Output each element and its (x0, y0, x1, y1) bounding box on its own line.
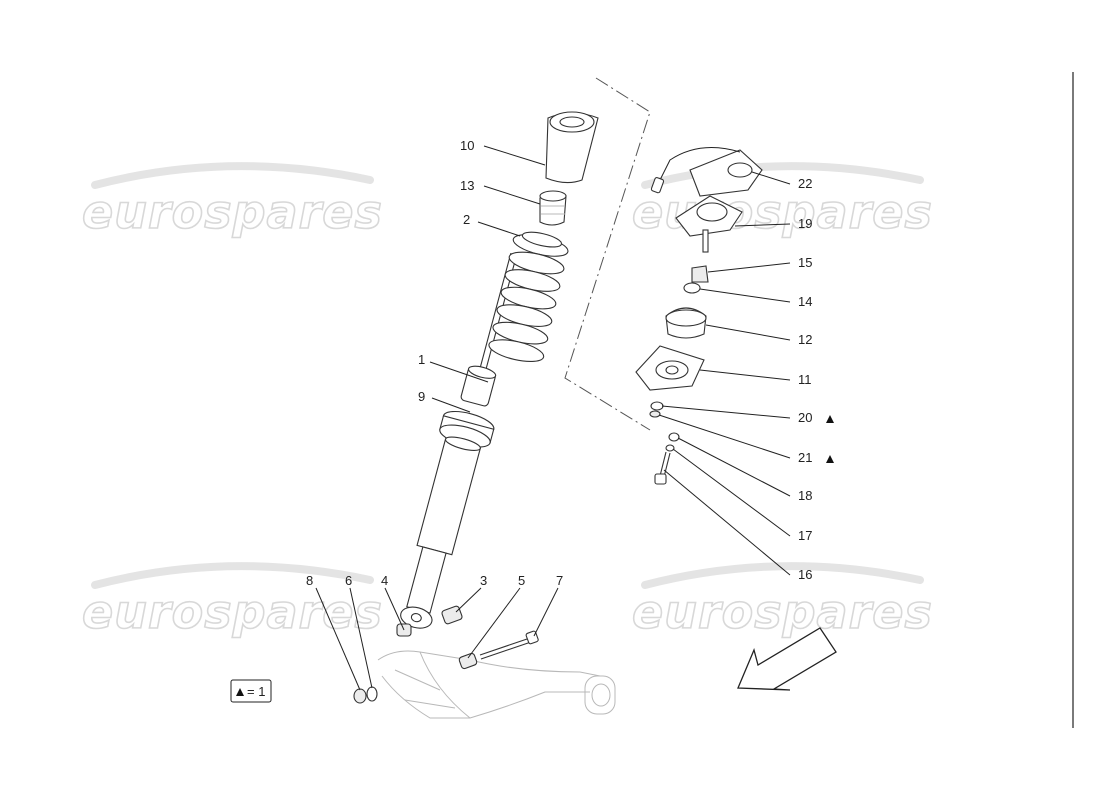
callout-labels: 10 13 2 1 9 8 6 4 3 5 7 22 19 15 14 12 1… (306, 138, 834, 588)
dust-boot (545, 111, 599, 184)
callout-20: 20 (798, 410, 812, 425)
callout-1: 1 (418, 352, 425, 367)
callout-3: 3 (480, 573, 487, 588)
marker-triangle-20 (826, 415, 834, 423)
callout-5: 5 (518, 573, 525, 588)
callout-9: 9 (418, 389, 425, 404)
callout-22: 22 (798, 176, 812, 191)
callout-2: 2 (463, 212, 470, 227)
watermark-bottom-left: eurospares (82, 585, 383, 639)
callout-12: 12 (798, 332, 812, 347)
legend: = 1 (230, 679, 272, 703)
callout-15: 15 (798, 255, 812, 270)
bump-stop (539, 190, 567, 226)
suspension-arm-ghost (377, 650, 616, 719)
callout-17: 17 (798, 528, 812, 543)
callout-18: 18 (798, 488, 812, 503)
callout-8: 8 (306, 573, 313, 588)
callout-21: 21 (798, 450, 812, 465)
leader-lines (315, 145, 791, 691)
lower-hardware (353, 605, 539, 704)
marker-triangle-21 (826, 455, 834, 463)
assembly-bracket (564, 77, 651, 431)
callout-16: 16 (798, 567, 812, 582)
watermark-top-left: eurospares (82, 185, 383, 239)
strut-mount-stack (635, 147, 763, 485)
callout-13: 13 (460, 178, 474, 193)
callout-19: 19 (798, 216, 812, 231)
watermark-group: eurospares eurospares eurospares eurospa… (81, 162, 933, 640)
callout-11: 11 (798, 372, 812, 387)
legend-triangle-icon (236, 688, 244, 696)
callout-6: 6 (345, 573, 352, 588)
legend-text: = 1 (247, 684, 265, 699)
shock-absorber (400, 252, 518, 629)
watermark-bottom-right: eurospares (632, 585, 933, 639)
legend-box (230, 679, 272, 703)
callout-7: 7 (556, 573, 563, 588)
direction-arrow (737, 627, 837, 691)
callout-14: 14 (798, 294, 812, 309)
callout-4: 4 (381, 573, 388, 588)
coil-spring (488, 231, 569, 363)
callout-10: 10 (460, 138, 474, 153)
watermark-top-right: eurospares (632, 185, 933, 239)
